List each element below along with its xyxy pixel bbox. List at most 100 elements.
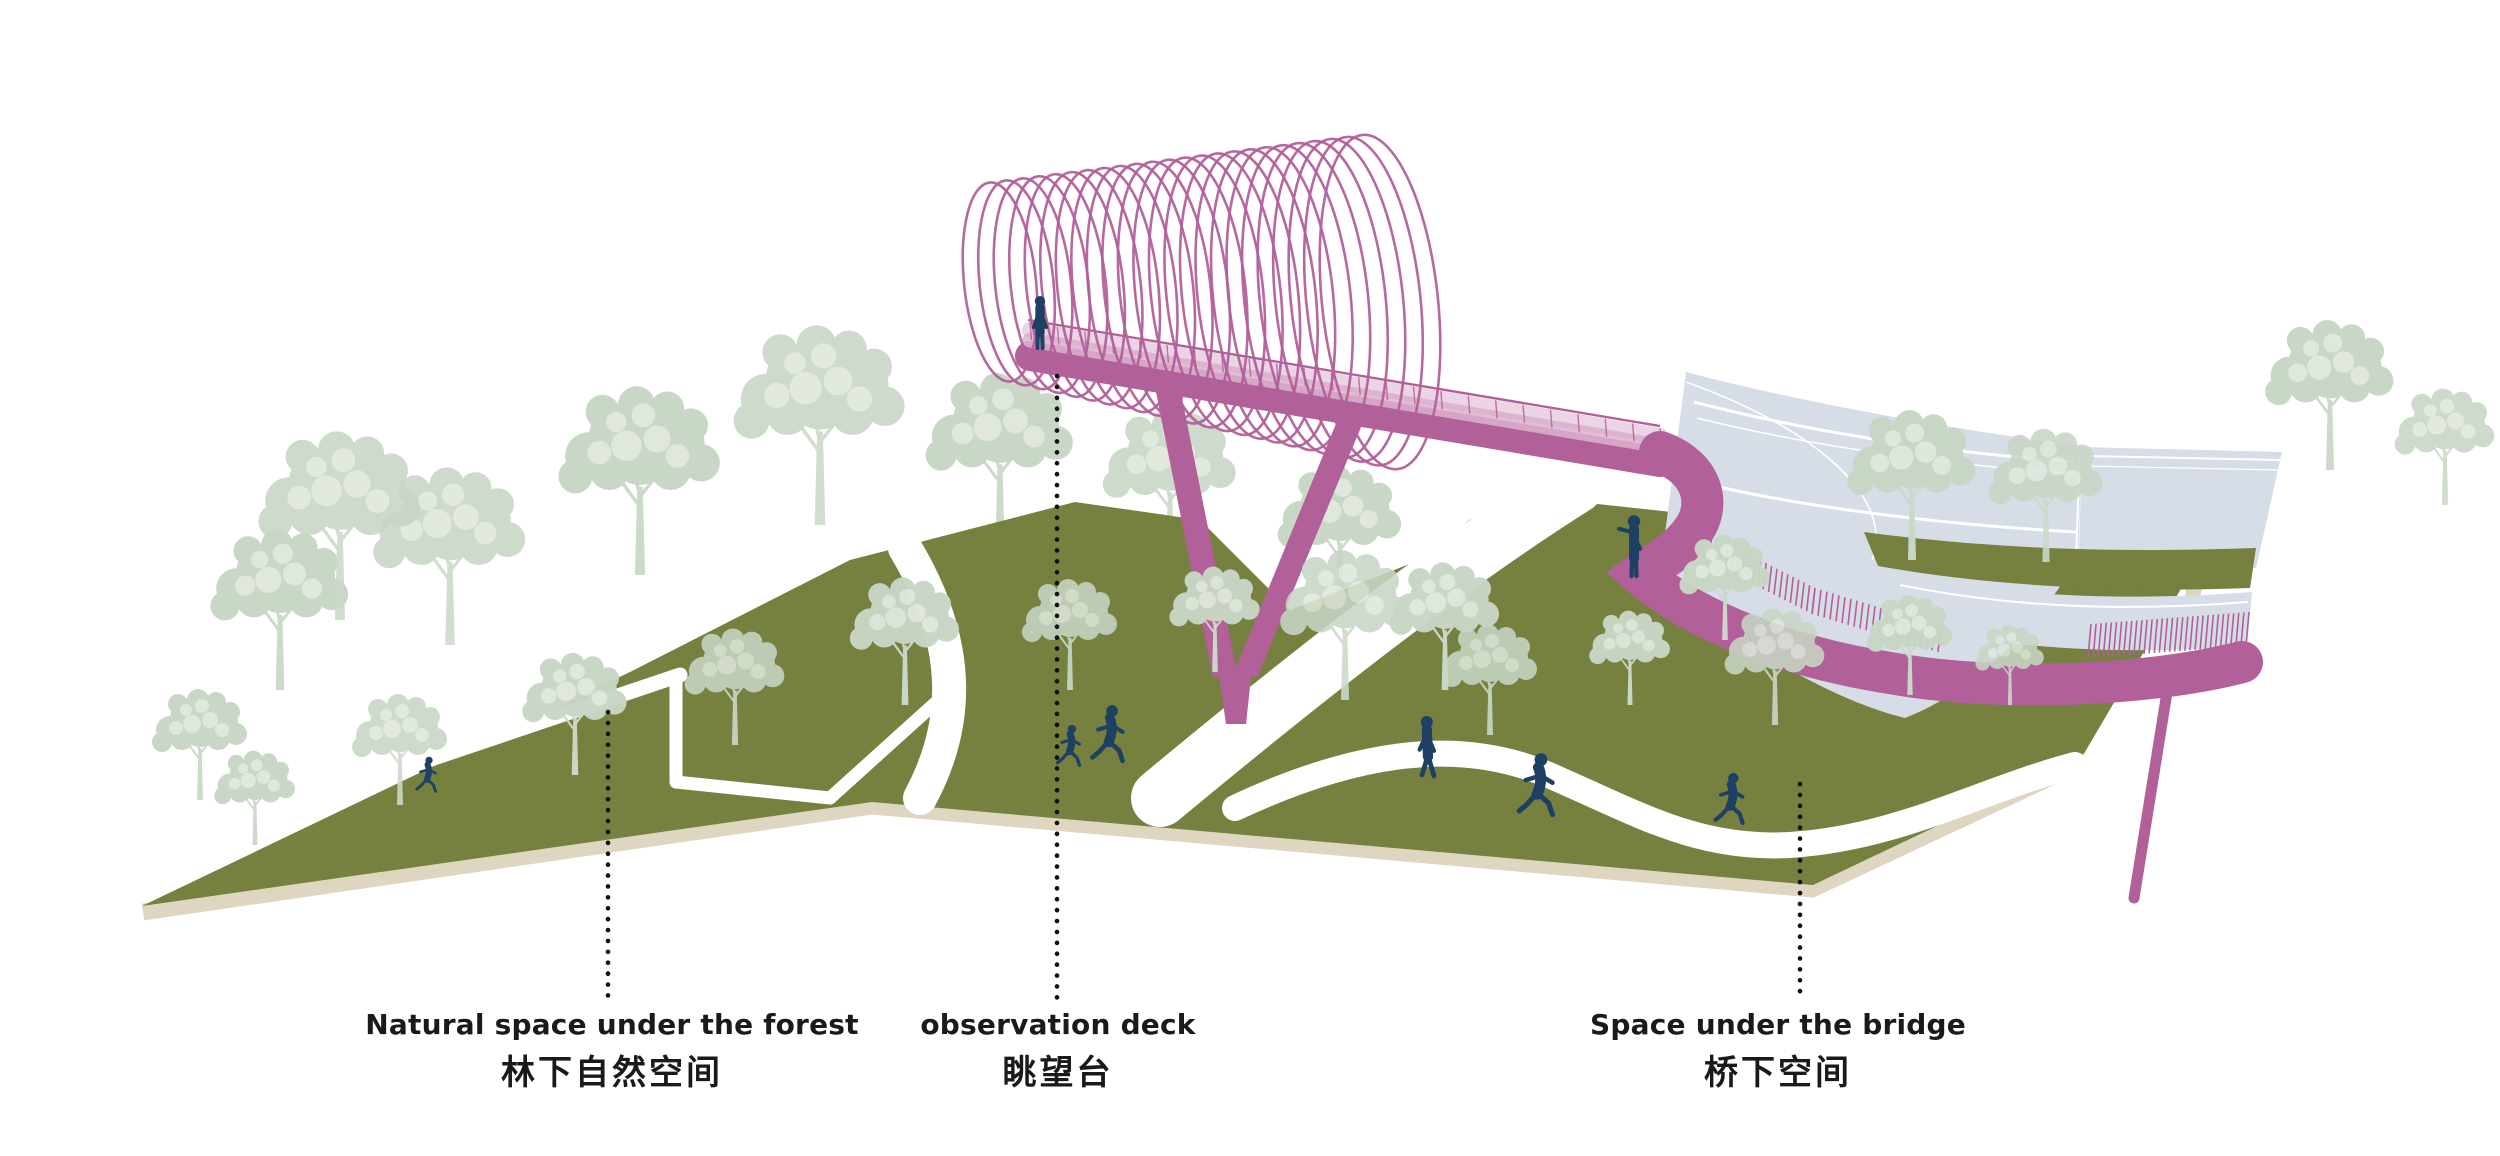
railing-hatch-tick xyxy=(2122,621,2128,656)
railing-hatch-tick xyxy=(1853,600,1858,627)
label-space-under-bridge: Space under the bridge 桥下空间 xyxy=(1590,1008,1966,1094)
label-natural-space-en: Natural space under the forest xyxy=(365,1008,859,1041)
railing-hatch-tick xyxy=(1784,574,1789,601)
label-space-under-bridge-zh: 桥下空间 xyxy=(1703,1053,1852,1093)
spiral-ring xyxy=(1085,164,1179,414)
railing-hatch-tick xyxy=(2107,622,2113,657)
railing-hatch-tick xyxy=(2194,615,2199,650)
railing-hatch-tick xyxy=(2184,616,2189,651)
tree xyxy=(556,384,722,577)
ground-base-strip xyxy=(141,754,2087,921)
railing-hatch-tick xyxy=(2189,616,2194,651)
railing-hatch-tick xyxy=(1767,565,1773,592)
spiral-ring xyxy=(1225,145,1337,448)
railing-hatch-tick xyxy=(2158,618,2164,653)
railing-hatch-tick xyxy=(2178,616,2184,652)
railing-hatch-tick xyxy=(2102,622,2108,657)
pylon-right-arm xyxy=(1235,414,1364,678)
spiral-ring xyxy=(976,179,1057,387)
tree xyxy=(208,527,350,692)
deck-panel-divider xyxy=(1577,414,1581,433)
spiral-ring xyxy=(1147,156,1249,429)
spiral-ring xyxy=(1054,168,1144,406)
railing-hatch-tick xyxy=(2092,623,2097,658)
railing-hatch-tick xyxy=(1789,576,1795,604)
label-space-under-bridge-en: Space under the bridge xyxy=(1590,1008,1966,1041)
deck-panel-divider xyxy=(1522,404,1526,424)
railing-hatch-tick xyxy=(2153,618,2159,654)
spiral-ring xyxy=(1178,152,1284,437)
leader-lines xyxy=(605,373,1803,1009)
tree xyxy=(731,323,907,527)
spiral-ring xyxy=(1101,162,1197,418)
railing-hatch-tick xyxy=(1847,598,1852,625)
deck-panel-divider xyxy=(1248,358,1252,377)
deck-panel-divider xyxy=(1467,395,1471,414)
railing-hatch-tick xyxy=(2143,619,2148,654)
deck-panel-divider xyxy=(1631,423,1635,442)
railing-hatch-tick xyxy=(2138,620,2143,655)
spiral-ring xyxy=(1116,160,1214,421)
spiral-ring xyxy=(1318,133,1442,471)
tree xyxy=(2393,387,2496,507)
railing-hatch-tick xyxy=(1841,596,1846,624)
railing-hatch-tick xyxy=(2199,615,2204,650)
deck-railing-dividers xyxy=(1029,321,1663,447)
railing-hatch-tick xyxy=(2117,621,2123,656)
railing-hatch-tick xyxy=(2168,617,2174,652)
spiral-ring xyxy=(961,181,1039,383)
label-observation-deck: observation deck 眺望台 xyxy=(920,1008,1195,1094)
deck-panel-divider xyxy=(1494,400,1498,419)
railing-hatch-tick xyxy=(2087,623,2092,659)
deck-panel-divider xyxy=(1029,321,1033,341)
deck-panel-divider xyxy=(1166,344,1170,364)
railing-hatch-tick xyxy=(1823,591,1828,618)
deck-railing-panel xyxy=(1022,322,1668,444)
deck-panel-divider xyxy=(1412,386,1416,405)
deck-top-surface xyxy=(1022,332,1668,454)
bridge-inner-lawn xyxy=(1864,532,2256,590)
bridge-front-band-line xyxy=(1899,584,2249,608)
spiral-ring xyxy=(992,177,1074,391)
deck-panel-divider xyxy=(1440,391,1444,410)
railing-hatch-tick xyxy=(1865,604,1870,631)
spiral-ring xyxy=(1163,154,1267,433)
label-observation-deck-zh: 眺望台 xyxy=(1002,1053,1114,1093)
tree xyxy=(2263,318,2395,472)
deck-panel-divider xyxy=(1604,418,1608,437)
label-observation-deck-en: observation deck xyxy=(920,1008,1196,1041)
railing-hatch-tick xyxy=(2204,615,2210,650)
diagonal-path xyxy=(1131,456,1604,827)
railing-hatch-tick xyxy=(2214,614,2220,649)
railing-hatch-tick xyxy=(1835,595,1840,622)
spiral-ring xyxy=(1023,172,1109,399)
deck-railing-top-edge xyxy=(1027,318,1661,428)
bridge-structure xyxy=(1660,372,2282,718)
spiral-tunnel xyxy=(961,133,1442,471)
pylon-stem xyxy=(1218,668,1252,724)
railing-hatch-tick xyxy=(2240,612,2245,647)
railing-hatch-tick xyxy=(2224,613,2230,648)
label-natural-space: Natural space under the forest 林下自然空间 xyxy=(365,1008,858,1094)
bridge-far-wall xyxy=(2079,447,2282,568)
railing-hatch-tick xyxy=(2163,618,2169,653)
railing-hatch-tick xyxy=(1859,602,1864,629)
railing-hatch-tick xyxy=(2173,617,2179,652)
label-natural-space-zh: 林下自然空间 xyxy=(500,1053,723,1093)
spiral-ring xyxy=(1070,166,1162,410)
deck-panel-divider xyxy=(1357,377,1361,396)
railing-hatch-tick xyxy=(2148,619,2153,654)
railing-hatch-tick xyxy=(1811,587,1816,615)
deck-panel-divider xyxy=(1056,326,1060,345)
deck-panel-divider xyxy=(1549,409,1553,428)
railing-hatch-tick xyxy=(1829,593,1834,620)
railing-hatch-tick xyxy=(2219,613,2225,649)
railing-hatch-tick xyxy=(2133,620,2138,655)
railing-hatch-tick xyxy=(2229,613,2235,648)
railing-hatch-tick xyxy=(1794,579,1800,606)
railing-hatch-tick xyxy=(1817,589,1822,616)
spiral-ring xyxy=(1209,148,1319,444)
walkway-post xyxy=(2128,680,2174,904)
